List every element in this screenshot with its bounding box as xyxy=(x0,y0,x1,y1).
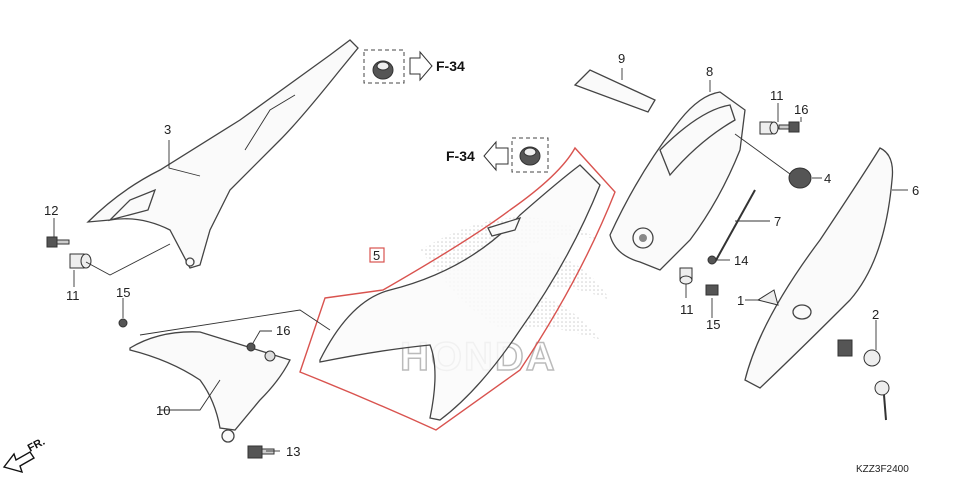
part-7-battery-tray xyxy=(609,91,746,271)
bolt-16-upper-icon xyxy=(778,121,800,133)
rod-8-icon xyxy=(714,189,756,263)
callout-3: 3 xyxy=(164,122,171,137)
front-arrow-icon xyxy=(2,451,35,474)
fasteners xyxy=(46,121,890,459)
callout-1: 1 xyxy=(737,293,744,308)
bolt-15-mid-icon xyxy=(246,342,276,362)
callout-4: 4 xyxy=(824,171,831,186)
grommet-4-icon xyxy=(788,167,812,189)
callout-11-upper: 11 xyxy=(770,88,784,103)
callout-16-upper: 16 xyxy=(794,102,808,117)
bolt-13-icon xyxy=(247,445,275,459)
diagram-code: KZZ3F2400 xyxy=(856,464,909,475)
callout-14: 14 xyxy=(734,253,748,268)
callout-6: 6 xyxy=(912,183,919,198)
part-10-lower-cover xyxy=(129,331,291,443)
arrow-left-icon xyxy=(483,140,509,172)
callout-16-lower: 15 xyxy=(706,317,720,332)
grommet-top-ref: F-34 xyxy=(363,49,465,84)
arrow-right-icon xyxy=(409,50,433,82)
callout-11-lower: 11 xyxy=(680,302,694,317)
clip-1-icon xyxy=(756,289,779,306)
callout-13: 13 xyxy=(286,444,300,459)
callout-11-left: 11 xyxy=(66,288,80,303)
callout-8: 7 xyxy=(774,214,781,229)
callout-12: 12 xyxy=(44,203,58,218)
callout-10: 10 xyxy=(156,403,170,418)
part-9-strap xyxy=(573,69,656,113)
callouts: 3 12 11 15 16 10 13 5 9 8 11 16 4 6 7 14… xyxy=(44,51,919,459)
part-6-right-cover xyxy=(744,147,894,389)
part-5-side-cover xyxy=(299,146,616,431)
bolt-12-icon xyxy=(46,236,70,248)
callout-5: 5 xyxy=(373,248,380,263)
nut-14-icon xyxy=(707,255,717,265)
callout-2: 2 xyxy=(872,307,879,322)
key-set-2-icon xyxy=(837,339,890,421)
front-label: FR. xyxy=(26,436,47,455)
front-direction: FR. xyxy=(2,436,47,474)
callout-15-mid: 16 xyxy=(276,323,290,338)
grommet-middle-ref: F-34 xyxy=(446,137,549,173)
ref-middle: F-34 xyxy=(446,148,475,164)
collar-11-lower-icon xyxy=(679,267,693,285)
part-3-upper-cover xyxy=(86,39,359,269)
collar-11-upper-icon xyxy=(759,121,779,135)
callout-15-left: 15 xyxy=(116,285,130,300)
bolt-15-left-icon xyxy=(118,318,128,328)
leader-lines xyxy=(53,68,908,452)
bolt-16-lower-icon xyxy=(705,284,719,296)
collar-11-left-icon xyxy=(69,253,92,269)
callout-9: 9 xyxy=(618,51,625,66)
callout-7: 8 xyxy=(706,64,713,79)
ref-top: F-34 xyxy=(436,58,465,74)
